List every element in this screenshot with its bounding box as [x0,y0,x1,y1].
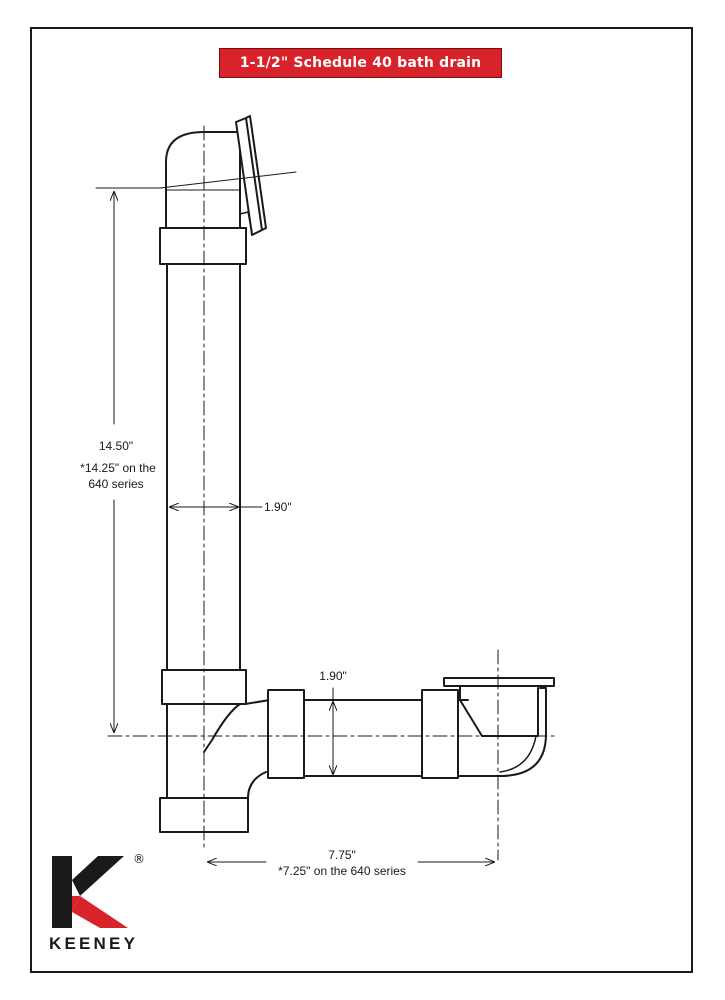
center-lines [107,125,557,861]
drawing-frame [30,27,693,973]
brand-name: KEENEY [49,934,139,953]
height-note-line2: 640 series [88,477,143,491]
length-note: *7.25" on the 640 series [278,864,406,878]
height-note-line1: *14.25" on the [80,461,156,475]
drain-tee [159,699,271,833]
vertical-pipe-diameter-label: 1.90" [264,500,292,514]
height-dimension [95,187,163,732]
registered-mark: ® [133,852,145,866]
drain-shoe [443,677,555,777]
length-label: 7.75" [328,848,356,862]
keeney-k-logo-icon [52,856,128,928]
overflow-pipe [159,131,247,705]
waste-pipe [267,689,501,779]
horizontal-pipe-diameter-label: 1.90" [319,669,347,683]
height-label: 14.50" [99,439,133,453]
overflow-faceplate [159,115,297,236]
title-banner: 1-1/2" Schedule 40 bath drain [219,48,502,78]
